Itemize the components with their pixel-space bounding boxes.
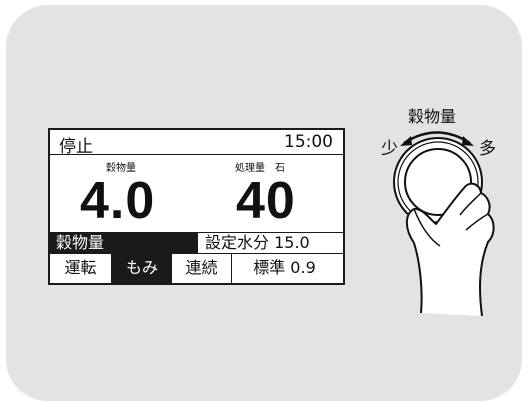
grain-amount-value: 4.0 <box>80 172 156 230</box>
moisture-setting: 設定水分 15.0 <box>205 233 310 252</box>
grain-amount-label: 穀物量 <box>106 163 136 174</box>
throughput-label: 処理量 石 <box>235 163 285 174</box>
settings-row: 穀物量 設定水分 15.0 <box>50 232 343 254</box>
knob-less-label: 少 <box>381 139 398 159</box>
mode-grain: もみ <box>112 254 172 283</box>
throughput-value: 40 <box>236 172 296 230</box>
lcd-display: 停止 15:00 穀物量 処理量 石 4.0 40 穀物量 設定水分 15.0 … <box>48 128 345 285</box>
direction-arrow-icon <box>400 131 474 146</box>
mode-run: 運転 <box>50 254 112 283</box>
grain-setting-label: 穀物量 <box>50 233 198 253</box>
knob-more-label: 多 <box>479 139 496 159</box>
hand-icon <box>405 182 495 317</box>
mode-standard: 標準 0.9 <box>253 258 316 277</box>
knob-title: 穀物量 <box>408 107 457 126</box>
mode-continuous: 連続 <box>172 254 232 283</box>
status-bar: 停止 15:00 <box>50 130 343 157</box>
mode-row: 運転 もみ 連続 標準 0.9 <box>50 254 343 283</box>
clock: 15:00 <box>284 132 333 152</box>
status-text: 停止 <box>59 137 93 157</box>
